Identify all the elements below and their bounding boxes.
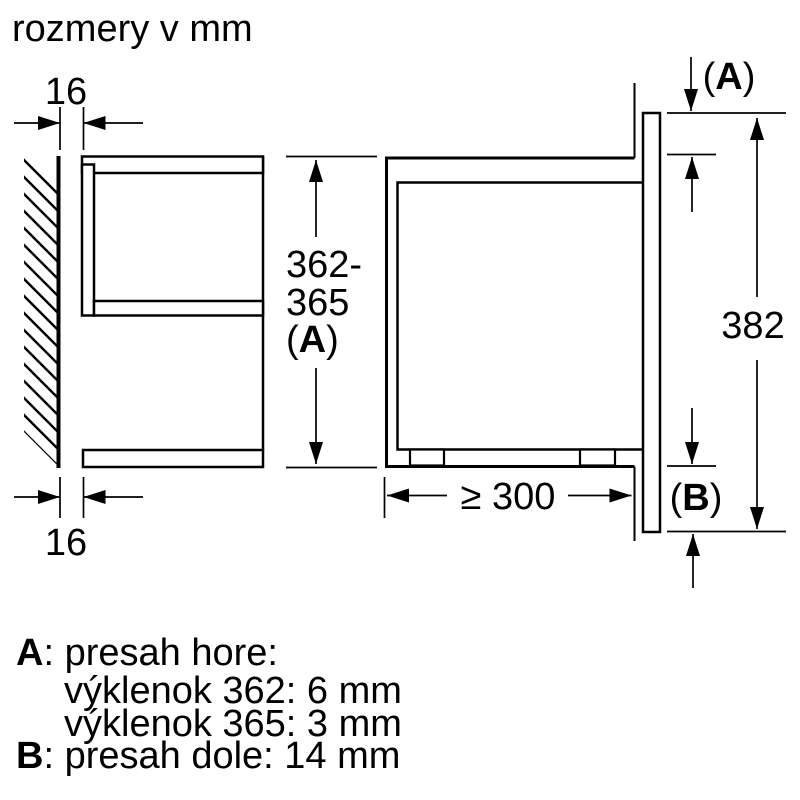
appliance-foot-left: [408, 448, 446, 467]
niche-outline: [385, 83, 636, 541]
dimension-min-depth: [383, 477, 632, 518]
legend-line-a-sub1: výklenok 362: 6 mm: [64, 670, 402, 712]
page-title: rozmery v mm: [12, 8, 253, 50]
front-height-label: 382: [721, 305, 784, 347]
appliance-front-frame: [641, 111, 662, 534]
legend-b-text: : presah dole: 14 mm: [43, 735, 401, 777]
appliance-side-view: [396, 111, 662, 534]
appliance-foot-right: [578, 448, 617, 467]
cabinet-niche-side-view: [80, 155, 265, 469]
legend-a-key: A: [16, 632, 44, 674]
dimension-niche-height: [286, 155, 377, 469]
dimension-overlap-top: [667, 57, 786, 212]
wall-gap-top-label: 16: [45, 71, 87, 113]
dimension-wall-gap-bottom: [14, 477, 143, 518]
overlap-bottom-label: (B): [670, 477, 723, 519]
legend-line-a-sub2: výklenok 365: 3 mm: [64, 703, 402, 745]
wall-section: [24, 155, 61, 468]
niche-height-label-line2: 365: [286, 282, 349, 324]
legend-b-key: B: [16, 735, 44, 777]
installation-diagram: 16 16 362- 365 (A): [14, 56, 786, 588]
niche-height-label-line1: 362-: [286, 244, 362, 286]
legend-line-a: A: presah hore:: [16, 633, 278, 673]
legend-a-text: : presah hore:: [43, 632, 278, 674]
dimension-overlap-bottom: [667, 408, 786, 588]
wall-gap-bottom-label: 16: [45, 522, 87, 564]
legend-line-b: B: presah dole: 14 mm: [16, 736, 400, 776]
min-depth-label: ≥ 300: [461, 476, 556, 518]
dimension-wall-gap-top: [14, 107, 143, 150]
overlap-top-label: (A): [703, 56, 756, 98]
niche-height-ref-label: (A): [286, 319, 339, 361]
